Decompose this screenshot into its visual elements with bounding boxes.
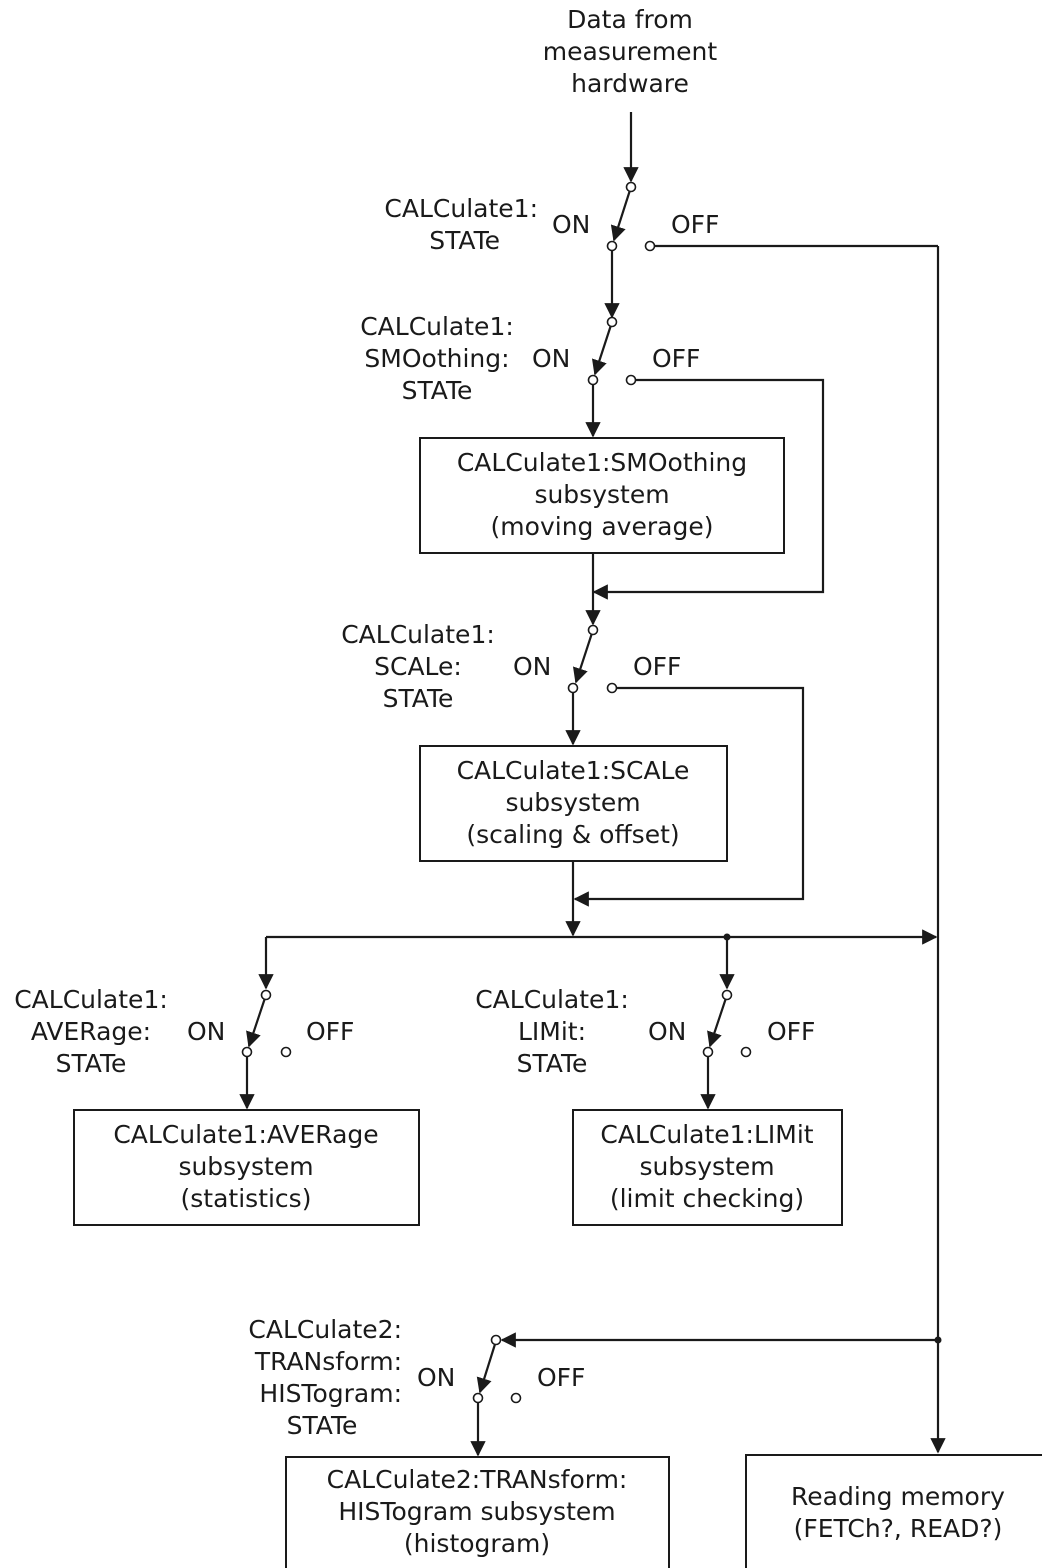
junction-dots <box>723 933 942 1344</box>
switch-label: CALCulate1: <box>360 312 514 341</box>
on-label: ON <box>187 1017 225 1046</box>
on-label: ON <box>648 1017 686 1046</box>
smoothing-subsystem-box: CALCulate1:SMOothing subsystem (moving a… <box>419 437 785 554</box>
on-label: ON <box>417 1363 455 1392</box>
switch-label: STATe <box>429 226 500 255</box>
svg-text:CALCulate1:SCALe: CALCulate1:SCALe <box>457 756 690 785</box>
switch-label: AVERage: <box>31 1017 151 1046</box>
off-label: OFF <box>537 1363 585 1392</box>
switch-label: CALCulate1: <box>341 620 495 649</box>
switch-label: CALCulate1: <box>14 985 168 1014</box>
source-label: Data from measurement hardware <box>543 5 718 98</box>
switch-label: CALCulate1: <box>384 194 538 223</box>
switch-label: STATe <box>517 1049 588 1078</box>
switch-calc1-state: CALCulate1: STATe ON OFF <box>384 194 719 255</box>
svg-text:(histogram): (histogram) <box>404 1529 550 1558</box>
off-label: OFF <box>671 210 719 239</box>
switch-label: HISTogram: <box>259 1379 402 1408</box>
svg-text:CALCulate1:AVERage: CALCulate1:AVERage <box>113 1120 378 1149</box>
scale-subsystem-box: CALCulate1:SCALe subsystem (scaling & of… <box>419 745 728 862</box>
svg-text:CALCulate2:TRANsform:: CALCulate2:TRANsform: <box>327 1465 628 1494</box>
svg-text:(statistics): (statistics) <box>181 1184 312 1213</box>
svg-text:(FETCh?, READ?): (FETCh?, READ?) <box>794 1514 1003 1543</box>
svg-text:CALCulate1:SMOothing: CALCulate1:SMOothing <box>457 448 747 477</box>
limit-subsystem-box: CALCulate1:LIMit subsystem (limit checki… <box>572 1109 843 1226</box>
off-label: OFF <box>767 1017 815 1046</box>
on-label: ON <box>513 652 551 681</box>
switch-label: CALCulate1: <box>475 985 629 1014</box>
svg-text:HISTogram subsystem: HISTogram subsystem <box>338 1497 615 1526</box>
histogram-subsystem-box: CALCulate2:TRANsform: HISTogram subsyste… <box>285 1456 670 1568</box>
svg-text:hardware: hardware <box>571 69 689 98</box>
switch-label: CALCulate2: <box>248 1315 402 1344</box>
on-label: ON <box>532 344 570 373</box>
svg-text:subsystem: subsystem <box>505 788 640 817</box>
svg-text:(moving average): (moving average) <box>491 512 714 541</box>
switch-terminals <box>241 181 752 1404</box>
switch-average-state: CALCulate1: AVERage: STATe ON OFF <box>14 985 354 1078</box>
switch-label: LIMit: <box>518 1017 586 1046</box>
off-label: OFF <box>652 344 700 373</box>
switch-limit-state: CALCulate1: LIMit: STATe ON OFF <box>475 985 815 1078</box>
average-subsystem-box: CALCulate1:AVERage subsystem (statistics… <box>73 1109 420 1226</box>
switch-label: STATe <box>287 1411 358 1440</box>
svg-text:subsystem: subsystem <box>639 1152 774 1181</box>
switch-label: STATe <box>383 684 454 713</box>
switch-histogram-state: CALCulate2: TRANsform: HISTogram: STATe … <box>248 1315 585 1440</box>
svg-text:Data from: Data from <box>567 5 693 34</box>
switch-label: SMOothing: <box>364 344 509 373</box>
switch-smoothing-state: CALCulate1: SMOothing: STATe ON OFF <box>360 312 700 405</box>
switch-scale-state: CALCulate1: SCALe: STATe ON OFF <box>341 620 681 713</box>
svg-text:(limit checking): (limit checking) <box>610 1184 804 1213</box>
reading-memory-box: Reading memory (FETCh?, READ?) <box>745 1454 1042 1568</box>
connectors <box>239 112 946 1457</box>
off-label: OFF <box>633 652 681 681</box>
svg-text:subsystem: subsystem <box>178 1152 313 1181</box>
off-label: OFF <box>306 1017 354 1046</box>
svg-text:measurement: measurement <box>543 37 718 66</box>
switch-label: STATe <box>56 1049 127 1078</box>
svg-text:(scaling & offset): (scaling & offset) <box>466 820 679 849</box>
svg-text:subsystem: subsystem <box>534 480 669 509</box>
svg-text:CALCulate1:LIMit: CALCulate1:LIMit <box>600 1120 813 1149</box>
svg-text:Reading memory: Reading memory <box>791 1482 1005 1511</box>
switch-label: TRANsform: <box>254 1347 402 1376</box>
switch-label: STATe <box>402 376 473 405</box>
on-label: ON <box>552 210 590 239</box>
switch-label: SCALe: <box>374 652 462 681</box>
